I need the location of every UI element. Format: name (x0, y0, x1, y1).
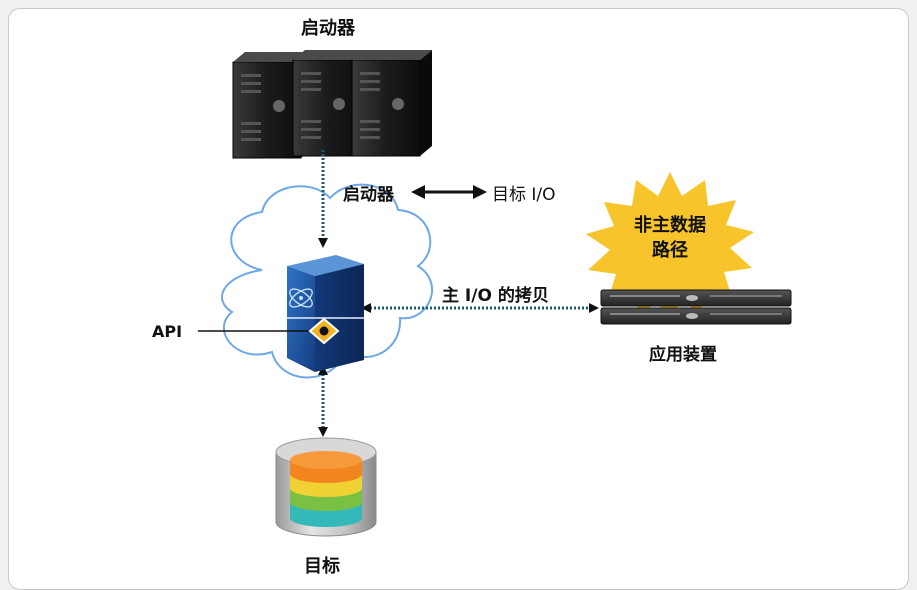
non-primary-path-line2: 路径 (652, 240, 688, 261)
non-primary-path-label: 非主数据 路径 (617, 213, 723, 263)
initiator-label: 启动器 (301, 18, 355, 39)
diagram-canvas: 启动器 启动器 目标 I/O API 主 I/O 的拷贝 非主数据 路径 应用装… (8, 8, 909, 590)
diagram-graphics (198, 50, 792, 537)
non-primary-path-line1: 非主数据 (634, 215, 706, 236)
database-cylinder-icon (275, 437, 377, 537)
rack-appliance-icon (600, 289, 792, 325)
application-appliance-label: 应用装置 (649, 345, 717, 365)
api-diamond-connector-icon (308, 317, 340, 345)
api-label: API (152, 322, 183, 341)
starburst-highlight (586, 172, 754, 322)
primary-io-copy-label: 主 I/O 的拷贝 (442, 286, 549, 306)
target-io-label: 目标 I/O (492, 185, 556, 205)
storage-controller-cube-icon (287, 255, 364, 372)
initiator-flow-label: 启动器 (343, 185, 394, 205)
target-label: 目标 (304, 556, 340, 577)
tower-server-icon (232, 50, 432, 159)
